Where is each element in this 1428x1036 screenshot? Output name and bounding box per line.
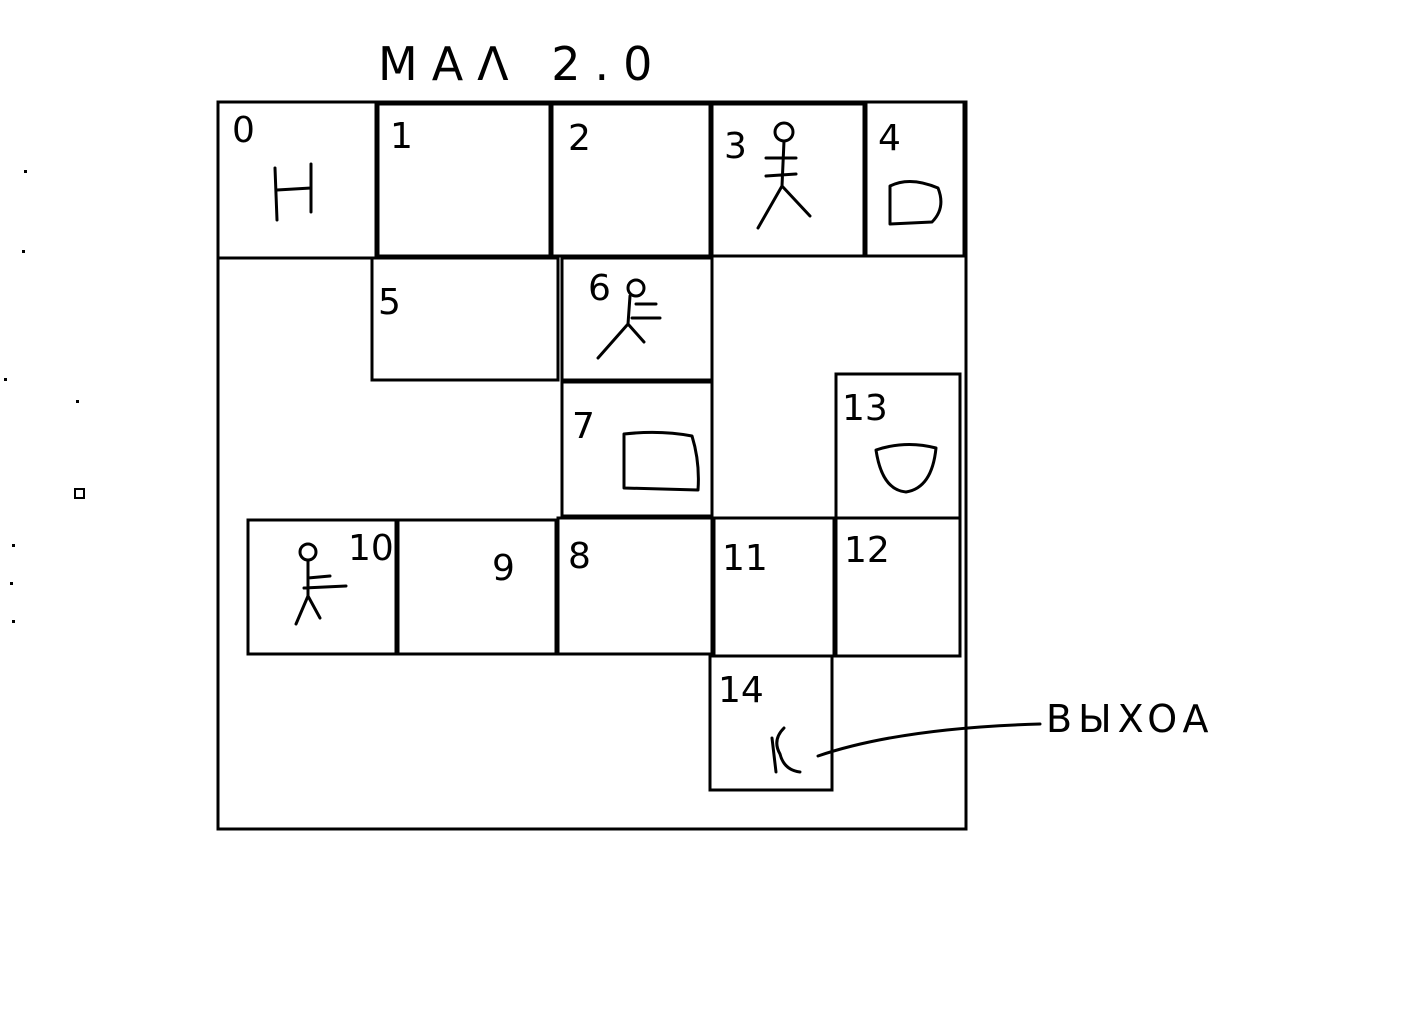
room-number: 13 — [842, 388, 888, 429]
map-scroll-icon — [622, 430, 700, 492]
room-number: 6 — [588, 268, 611, 309]
room-10: 10 — [246, 518, 398, 656]
room-6: 6 — [560, 256, 714, 382]
map-title: ΜΑΛ 2.0 — [378, 37, 666, 91]
room-14: 14 — [708, 654, 834, 792]
room-12: 12 — [834, 516, 962, 658]
room-number: 14 — [718, 670, 764, 711]
exit-pointer-line — [816, 722, 1042, 758]
room-number: 7 — [572, 406, 595, 447]
exit-door-icon — [770, 726, 802, 774]
room-4: 4 — [864, 100, 966, 258]
room-number: 11 — [722, 538, 768, 579]
stick-figure-icon — [756, 121, 812, 230]
room-number: 10 — [348, 528, 394, 569]
stray-marks — [4, 170, 85, 623]
shield-icon — [874, 443, 938, 494]
shield-icon — [888, 180, 943, 226]
room-number: 2 — [568, 118, 591, 159]
room-13: 13 — [834, 372, 962, 520]
room-number: 3 — [724, 126, 747, 167]
stick-figure-icon — [294, 542, 348, 626]
room-8: 8 — [556, 516, 714, 656]
room-5: 5 — [370, 256, 560, 382]
room-number: 8 — [568, 536, 591, 577]
room-1: 1 — [376, 102, 552, 258]
room-number: 9 — [492, 548, 515, 589]
room-number: 4 — [878, 118, 901, 159]
room-number: 1 — [390, 116, 413, 157]
exit-label: BЫXOA — [1046, 697, 1214, 741]
room-9: 9 — [396, 518, 558, 656]
room-11: 11 — [712, 516, 836, 658]
room-number: 0 — [232, 110, 255, 151]
room-0: 0 — [216, 100, 378, 260]
room-7: 7 — [560, 380, 714, 518]
room-number: 5 — [378, 282, 401, 323]
map-frame — [216, 100, 968, 831]
room-2: 2 — [550, 102, 712, 258]
stick-figure-icon — [596, 278, 662, 360]
room-3: 3 — [710, 102, 866, 258]
room-number: 12 — [844, 530, 890, 571]
h-icon — [273, 162, 313, 222]
